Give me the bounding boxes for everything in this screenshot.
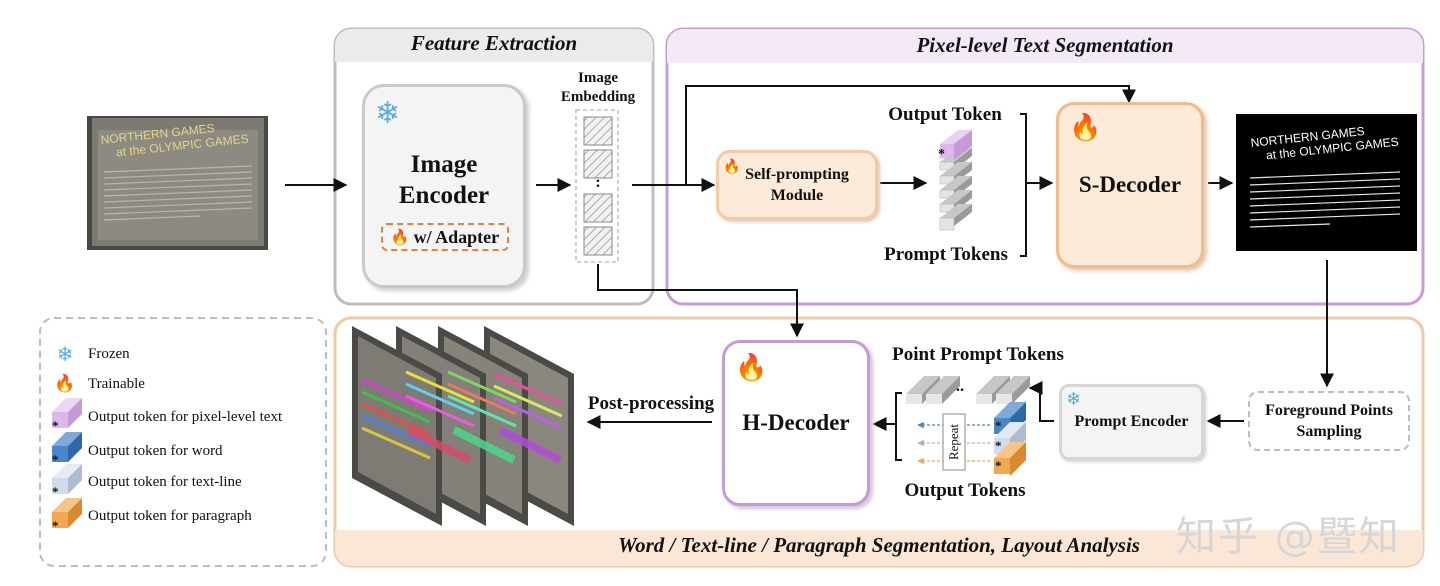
image-embedding-stack — [575, 109, 619, 263]
legend-label-word-token: Output token for word — [88, 442, 223, 459]
hierarchical-title: Word / Text-line / Paragraph Segmentatio… — [618, 533, 1140, 557]
output-token-star: * — [938, 147, 945, 162]
legend-item-pixel-token: Output token for pixel-level text — [78, 402, 282, 432]
legend-item-paragraph-token: Output token for paragraph — [78, 501, 252, 531]
legend-item-textline-token: Output token for text-line — [78, 467, 242, 497]
prompt-tokens-label: Prompt Tokens — [884, 244, 1008, 265]
image-embedding-label-line1: Image — [578, 70, 618, 86]
foreground-sampling-line1: Foreground Points — [1265, 402, 1393, 419]
repeat-box — [942, 413, 966, 471]
output-tokens-label: Output Tokens — [904, 480, 1026, 501]
point-prompt-tokens-label: Point Prompt Tokens — [892, 344, 1064, 365]
adapter-label: w/ Adapter — [413, 226, 500, 247]
prompt-encoder-label: Prompt Encoder — [1074, 413, 1189, 430]
legend-pixel-star: * — [52, 418, 59, 433]
legend-textline-star: * — [52, 484, 59, 499]
image-encoder-title-line2: Encoder — [398, 182, 490, 209]
image-encoder-title-line1: Image — [410, 151, 478, 178]
fire-icon: 🔥 — [735, 353, 768, 383]
h-decoder-box: 🔥 H-Decoder — [722, 340, 870, 506]
pixel-segmentation-title: Pixel-level Text Segmentation — [916, 33, 1174, 57]
feature-extraction-title: Feature Extraction — [410, 31, 578, 55]
image-encoder-box: ❄ Image Encoder 🔥 w/ Adapter — [362, 84, 526, 288]
legend-box — [39, 317, 327, 567]
s-decoder-label: S-Decoder — [1078, 172, 1182, 197]
legend-label-trainable: Trainable — [88, 375, 145, 392]
prompt-encoder-box: ❄ Prompt Encoder — [1059, 384, 1204, 460]
watermark: 知乎 @暨知 — [1176, 514, 1401, 560]
flow-arrows — [285, 85, 1334, 461]
s-decoder-box: 🔥 S-Decoder — [1056, 102, 1204, 268]
self-prompting-line2: Module — [770, 187, 824, 204]
legend-item-word-token: Output token for word — [78, 436, 223, 466]
legend-item-trainable: 🔥 Trainable — [52, 369, 145, 399]
input-scene-image — [87, 116, 268, 250]
snowflake-icon: ❄ — [375, 96, 401, 131]
snowflake-icon: ❄ — [56, 342, 74, 366]
h-decoder-label: H-Decoder — [742, 410, 850, 435]
layout-result-stack — [352, 326, 574, 526]
legend-item-frozen: ❄ Frozen — [52, 339, 130, 369]
image-embedding-label: Image Embedding — [548, 69, 648, 107]
foreground-sampling-box: Foreground Points Sampling — [1248, 391, 1410, 451]
hierarchical-panel — [333, 316, 1425, 568]
fire-icon: 🔥 — [390, 228, 410, 246]
image-embedding-label-line2: Embedding — [560, 89, 636, 105]
legend-icons — [52, 398, 82, 528]
self-prompting-module: 🔥 Self-prompting Module — [716, 150, 878, 220]
point-prompt-ellipsis: .. — [956, 378, 964, 395]
light-token-star: * — [995, 438, 1002, 453]
output-token-label: Output Token — [888, 104, 1002, 125]
snowflake-icon: ❄ — [1066, 389, 1082, 410]
pixel-mask-image — [1236, 114, 1417, 251]
legend-paragraph-star: * — [52, 518, 59, 533]
output-token-orange — [994, 442, 1026, 476]
legend-label-textline-token: Output token for text-line — [88, 473, 242, 490]
point-prompt-cubes — [906, 376, 1030, 404]
legend-label-paragraph-token: Output token for paragraph — [88, 507, 252, 524]
fire-icon: 🔥 — [54, 374, 76, 394]
fire-icon: 🔥 — [1069, 113, 1102, 143]
post-processing-label: Post-processing — [587, 393, 715, 414]
repeat-label-wrap: Repeat — [944, 414, 964, 470]
legend-label-frozen: Frozen — [88, 345, 130, 362]
orange-token-star: * — [995, 458, 1002, 473]
legend-word-star: * — [52, 452, 59, 467]
foreground-sampling-line2: Sampling — [1296, 423, 1362, 440]
self-prompting-line1: Self-prompting — [745, 166, 849, 183]
pixel-segmentation-panel — [665, 27, 1425, 306]
image-embedding-dots: : — [595, 174, 601, 191]
blue-token-star: * — [995, 418, 1002, 433]
output-token-pink — [940, 130, 972, 160]
fire-icon: 🔥 — [723, 159, 741, 175]
repeat-label: Repeat — [946, 423, 961, 461]
adapter-badge: 🔥 w/ Adapter — [381, 223, 509, 251]
legend-label-pixel-token: Output token for pixel-level text — [88, 408, 283, 425]
